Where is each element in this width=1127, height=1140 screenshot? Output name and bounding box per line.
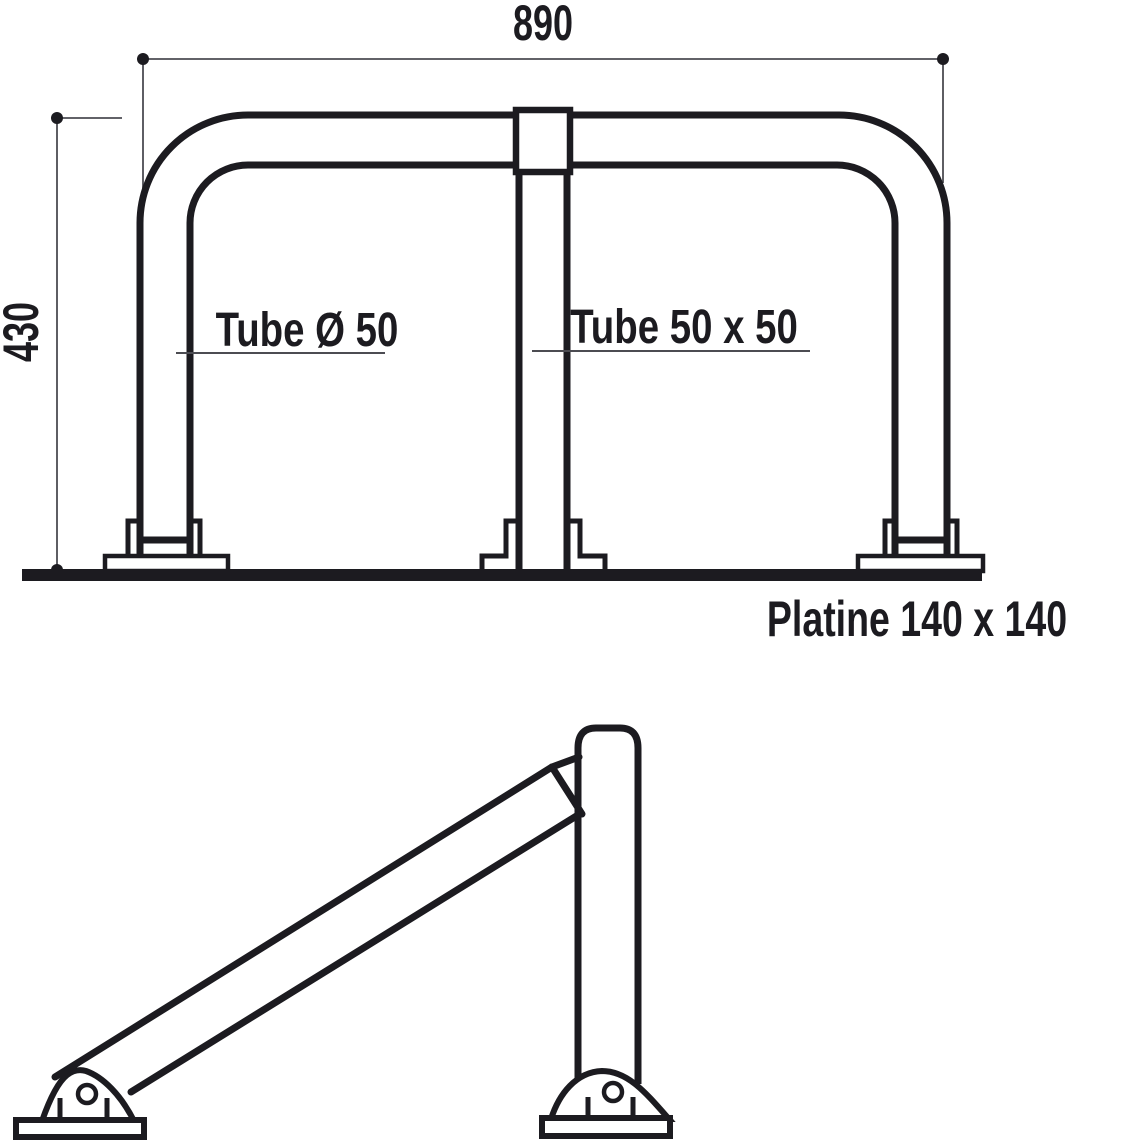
post-tube-label: Tube 50 x 50 xyxy=(570,301,798,354)
folded-tube-upper-edge xyxy=(51,763,556,1081)
folded-tube xyxy=(51,753,586,1096)
left-foot-step-brackets xyxy=(125,518,203,557)
pivot-hole xyxy=(75,1082,99,1106)
right-foot xyxy=(855,518,986,574)
left-base-plate xyxy=(102,553,231,574)
width-dimension-label: 890 xyxy=(513,0,573,51)
left-hinge-details xyxy=(57,1082,110,1120)
front-elevation-view: 890 430 xyxy=(0,0,1067,647)
center-post-top-sleeve xyxy=(512,106,574,176)
folded-tube-miter-top xyxy=(548,753,583,771)
right-hinge-base-plate xyxy=(539,1115,673,1139)
ground-line xyxy=(22,569,982,581)
pivot-hole xyxy=(601,1080,625,1104)
left-hinge-base-plate xyxy=(13,1117,147,1140)
hoop-tube-label: Tube Ø 50 xyxy=(216,304,399,357)
post-tube-annotation: Tube 50 x 50 xyxy=(532,301,810,354)
center-foot xyxy=(479,518,608,570)
right-base-plate xyxy=(855,553,986,574)
folded-tube-lower-edge xyxy=(127,811,582,1096)
height-dimension-label: 430 xyxy=(0,302,49,362)
center-post xyxy=(515,172,571,569)
hoop-inner-edge xyxy=(186,161,899,557)
right-foot-step-brackets xyxy=(882,518,960,557)
width-dimension xyxy=(137,53,949,191)
left-foot xyxy=(102,518,231,574)
dimension-endpoint-dot xyxy=(937,53,949,65)
side-view-folded xyxy=(13,724,676,1140)
center-foot-step-brackets xyxy=(479,518,608,570)
right-hinge-details xyxy=(585,1080,636,1118)
base-plate-label: Platine 140 x 140 xyxy=(767,592,1067,647)
dimension-endpoint-dot xyxy=(51,112,63,124)
dimension-endpoint-dot xyxy=(137,53,149,65)
side-post xyxy=(574,724,642,1084)
folded-tube-end-cut xyxy=(548,763,586,818)
hoop-tube-annotation: Tube Ø 50 xyxy=(176,304,398,357)
height-dimension xyxy=(51,112,122,576)
